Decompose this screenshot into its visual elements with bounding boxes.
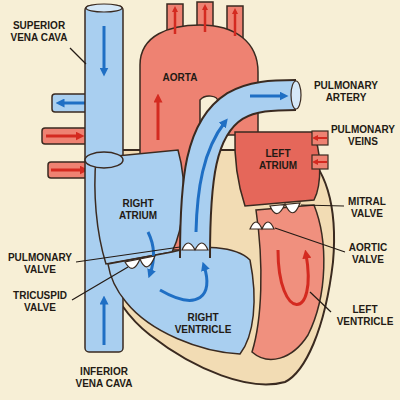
part-label: MITRAL VALVE <box>338 196 396 219</box>
flow-arrow <box>160 266 207 300</box>
vessel <box>312 155 328 169</box>
valve <box>182 243 208 250</box>
valve <box>125 256 155 268</box>
pulmonary-artery-outline <box>195 95 296 258</box>
leader-line <box>72 267 128 300</box>
valve <box>270 203 300 214</box>
part-label: INFERIOR VENA CAVA <box>68 366 140 389</box>
leader-line <box>310 292 331 312</box>
flow-arrow <box>103 300 106 345</box>
part-label: LEFT ATRIUM <box>248 148 308 171</box>
left-atrium <box>235 132 320 206</box>
part-label: RIGHT VENTRICLE <box>170 312 236 335</box>
part-label: LEFT VENTRICLE <box>334 304 396 327</box>
flow-arrow <box>51 169 84 172</box>
part-label: RIGHT ATRIUM <box>108 198 168 221</box>
leader-line <box>76 247 180 262</box>
flow-arrow <box>46 135 80 138</box>
leader-line <box>301 205 344 206</box>
part-label: PULMONARY ARTERY <box>305 80 387 103</box>
flow-arrow <box>250 95 284 98</box>
flow-arrow <box>148 232 154 274</box>
flow-arrow <box>60 102 86 105</box>
flow-arrow <box>234 11 237 36</box>
leader-line <box>275 228 345 252</box>
flow-arrow <box>204 7 207 32</box>
part-label: AORTIC VALVE <box>340 242 396 265</box>
flow-arrow <box>196 122 225 232</box>
pulmonary-artery <box>195 95 296 258</box>
right-ventricle <box>108 247 254 354</box>
vessel-ring <box>85 152 123 168</box>
valve <box>250 222 274 229</box>
flow-arrow <box>278 250 308 305</box>
flow-arrow <box>315 161 327 163</box>
flow-arrow <box>174 9 177 34</box>
part-label: AORTA <box>150 72 210 84</box>
leader-line <box>70 48 86 64</box>
part-label: PULMONARY VEINS <box>330 124 396 147</box>
part-label: TRICUSPID VALVE <box>4 290 76 313</box>
vessel-opening <box>86 4 122 12</box>
part-label: PULMONARY VALVE <box>4 252 76 275</box>
vessel-opening <box>291 81 301 109</box>
flow-arrow <box>157 98 160 140</box>
flow-arrow <box>315 137 327 139</box>
part-label: SUPERIOR VENA CAVA <box>5 20 73 43</box>
vessel <box>312 131 328 145</box>
flow-arrow <box>103 26 106 72</box>
